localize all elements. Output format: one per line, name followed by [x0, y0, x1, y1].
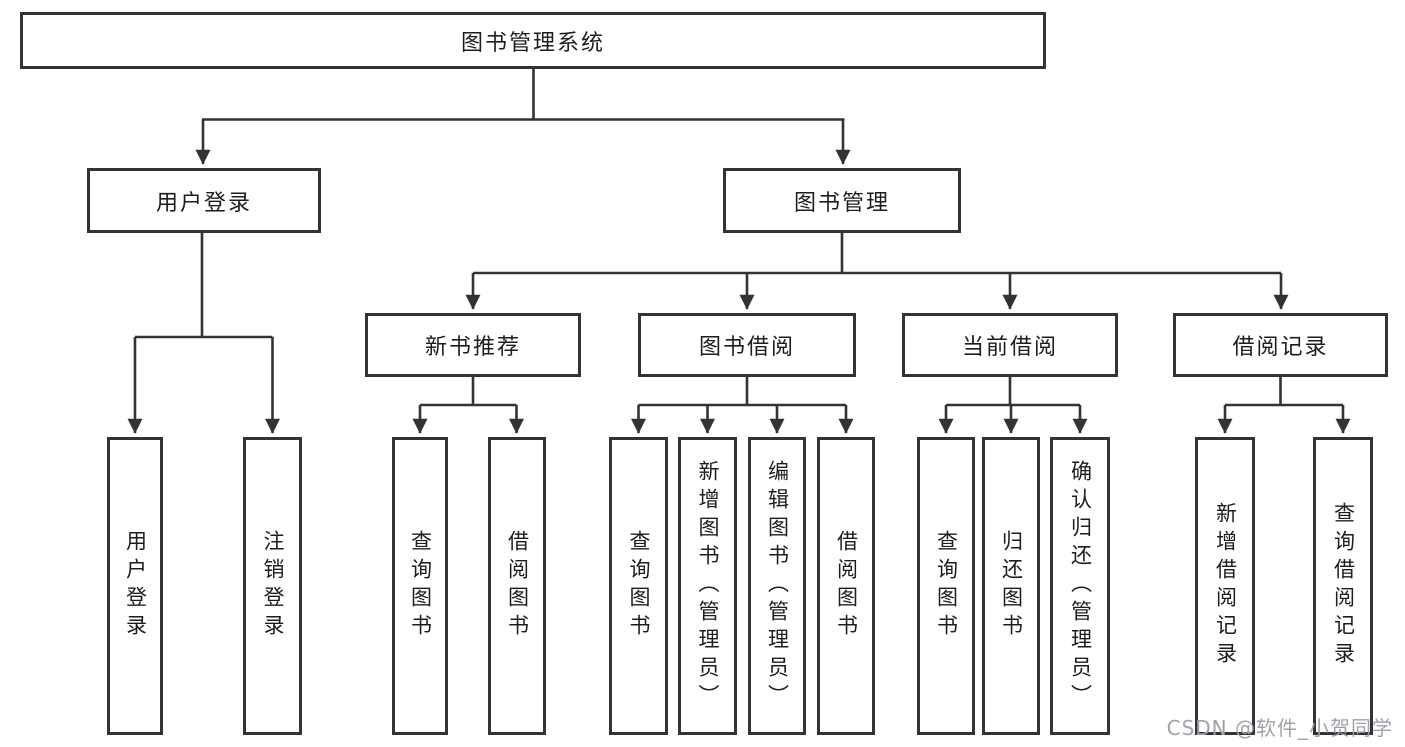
node-current-borrow: 当前借阅 — [902, 313, 1118, 377]
node-book-borrow: 图书借阅 — [638, 313, 856, 377]
trunk-sec-3 — [1225, 377, 1343, 407]
leaf-query-book: 查询图书 — [917, 437, 975, 735]
leaf-logout: 注销登录 — [243, 437, 302, 735]
trunk-user-login — [135, 233, 273, 339]
trunk-root — [202, 69, 845, 121]
trunk-sec-1 — [638, 377, 846, 407]
node-library-system: 图书管理系统 — [20, 12, 1046, 69]
leaf-label: 借阅图书 — [834, 530, 859, 642]
trunk-sec-2 — [946, 377, 1080, 407]
leaf-label: 确认归还（管理员） — [1068, 460, 1093, 712]
leaf-label: 查询图书 — [934, 530, 959, 642]
leaf-label: 归还图书 — [999, 530, 1024, 642]
node-book-management: 图书管理 — [723, 168, 961, 233]
leaf-add-borrow-record: 新增借阅记录 — [1195, 437, 1255, 735]
leaf-label: 新增借阅记录 — [1213, 502, 1238, 670]
leaf-label: 用户登录 — [123, 530, 148, 642]
node-user-login: 用户登录 — [87, 168, 321, 233]
leaf-label: 新增图书（管理员） — [696, 460, 720, 712]
leaf-return-book: 归还图书 — [982, 437, 1040, 735]
trunk-book-mgmt — [473, 233, 1281, 275]
node-borrow-record: 借阅记录 — [1173, 313, 1388, 377]
leaf-confirm-return-admin: 确认归还（管理员） — [1050, 437, 1110, 735]
leaf-borrow-book: 借阅图书 — [817, 437, 875, 735]
leaf-query-book: 查询图书 — [392, 437, 448, 735]
leaf-borrow-book: 借阅图书 — [488, 437, 546, 735]
leaf-label: 查询借阅记录 — [1331, 502, 1356, 670]
leaf-label: 查询图书 — [408, 530, 433, 642]
leaf-label: 注销登录 — [261, 530, 285, 642]
leaf-user-login: 用户登录 — [107, 437, 163, 735]
csdn-watermark: CSDN @软件_小贺同学 — [1166, 716, 1393, 740]
leaf-label: 编辑图书（管理员） — [765, 460, 790, 712]
leaf-add-book-admin: 新增图书（管理员） — [678, 437, 737, 735]
trunk-sec-0 — [420, 377, 517, 407]
leaf-label: 借阅图书 — [505, 530, 530, 642]
leaf-query-book: 查询图书 — [609, 437, 668, 735]
leaf-edit-book-admin: 编辑图书（管理员） — [748, 437, 806, 735]
node-new-book-recommend: 新书推荐 — [365, 313, 581, 377]
leaf-query-borrow-record: 查询借阅记录 — [1313, 437, 1373, 735]
leaf-label: 查询图书 — [627, 530, 651, 642]
